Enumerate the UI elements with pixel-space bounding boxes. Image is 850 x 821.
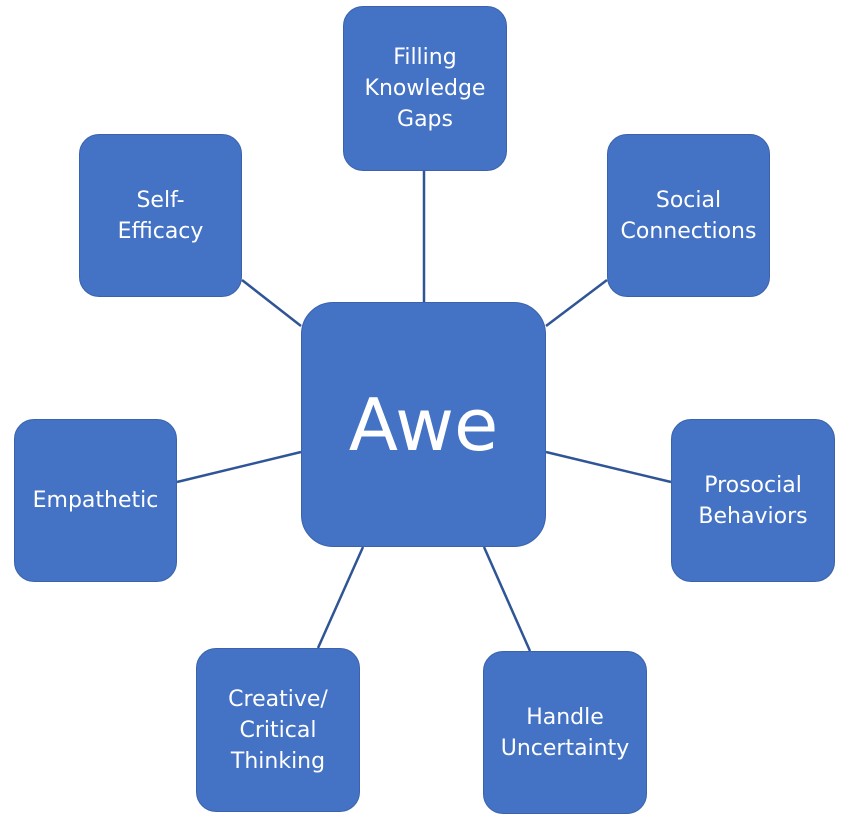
node-label-line: Gaps bbox=[397, 107, 453, 132]
node-label: Filling Knowledge Gaps bbox=[365, 42, 486, 135]
node-label-line: Uncertainty bbox=[500, 735, 630, 761]
node-label-line: Handle bbox=[526, 704, 604, 730]
node-label: Empathetic bbox=[33, 485, 159, 516]
node-label-line: Social bbox=[655, 187, 722, 213]
node-label: Self- Efficacy bbox=[118, 185, 204, 247]
connector-selfeff bbox=[241, 279, 302, 327]
node-awe-center: Awe bbox=[301, 302, 546, 547]
node-self-efficacy: Self- Efficacy bbox=[79, 134, 242, 297]
node-label-line: Filling bbox=[393, 45, 457, 70]
node-social-connections: Social Connections bbox=[607, 134, 770, 297]
node-creative-critical-thinking: Creative/ Critical Thinking bbox=[196, 648, 360, 812]
node-label-line: Critical bbox=[239, 717, 317, 743]
node-empathetic: Empathetic bbox=[14, 419, 177, 582]
center-label: Awe bbox=[348, 382, 499, 467]
connector-social bbox=[545, 279, 608, 327]
node-label-line: Self- bbox=[136, 187, 185, 213]
node-label: Handle Uncertainty bbox=[501, 702, 630, 764]
node-label: Social Connections bbox=[621, 185, 757, 247]
node-label: Creative/ Critical Thinking bbox=[228, 684, 328, 777]
node-label: Prosocial Behaviors bbox=[698, 470, 807, 532]
connector-prosocial bbox=[545, 450, 672, 484]
connector-handle bbox=[482, 546, 532, 652]
node-label-line: Knowledge bbox=[364, 76, 486, 101]
node-filling-knowledge-gaps: Filling Knowledge Gaps bbox=[343, 6, 507, 171]
node-label-line: Behaviors bbox=[698, 503, 808, 529]
node-label-line: Connections bbox=[620, 218, 757, 244]
node-label-line: Thinking bbox=[230, 748, 326, 774]
node-label-line: Empathetic bbox=[32, 488, 159, 513]
node-label-line: Creative/ bbox=[228, 686, 328, 712]
node-prosocial-behaviors: Prosocial Behaviors bbox=[671, 419, 835, 582]
node-label-line: Efficacy bbox=[117, 218, 204, 244]
node-handle-uncertainty: Handle Uncertainty bbox=[483, 651, 647, 814]
connector-empathetic bbox=[176, 450, 302, 484]
connector-creative bbox=[316, 546, 365, 649]
node-label-line: Prosocial bbox=[704, 472, 802, 498]
